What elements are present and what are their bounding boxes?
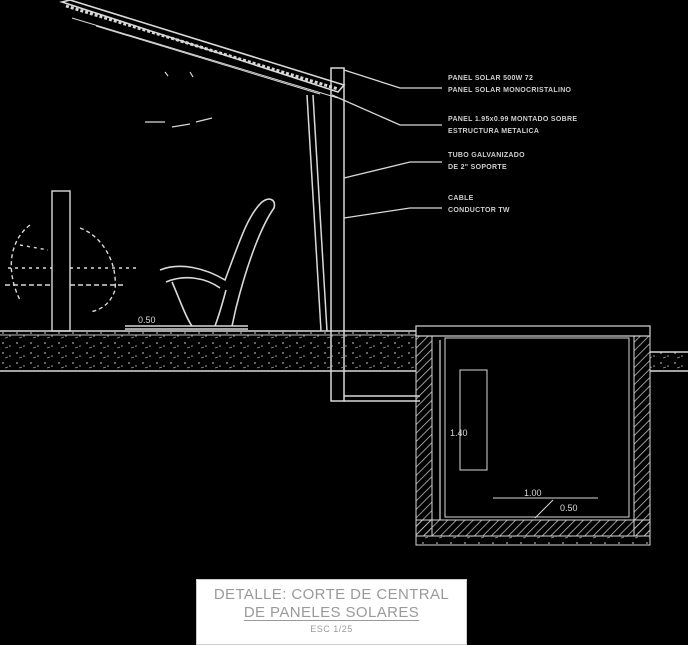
ground-section xyxy=(0,330,688,372)
box-height-label: 1.40 xyxy=(450,428,468,438)
solar-panel xyxy=(59,0,346,99)
tree xyxy=(5,190,140,332)
callout-text-1: PANEL SOLAR 500W 72 xyxy=(448,75,533,82)
callout-leaders xyxy=(331,69,442,219)
title-block: DETALLE: CORTE DE CENTRAL DE PANELES SOL… xyxy=(196,579,467,645)
callout-text-3: PANEL 1.95x0.99 MONTADO SOBRE xyxy=(448,116,577,123)
box-width-label: 1.00 xyxy=(524,488,542,498)
scale-label: ESC 1/25 xyxy=(310,624,353,634)
title-line-1: DETALLE: CORTE DE CENTRAL xyxy=(213,586,450,603)
title-line-2: DE PANELES SOLARES xyxy=(243,604,420,621)
underground-box xyxy=(415,325,651,546)
support-structure xyxy=(306,67,420,402)
callout-text-2: PANEL SOLAR MONOCRISTALINO xyxy=(448,87,572,94)
callout-text-5: TUBO GALVANIZADO xyxy=(448,152,525,159)
callout-text-7: CABLE xyxy=(448,195,474,202)
bench xyxy=(125,198,276,330)
callout-text-8: CONDUCTOR TW xyxy=(448,207,510,214)
callout-text-6: DE 2" SOPORTE xyxy=(448,164,507,171)
callout-text-4: ESTRUCTURA METALICA xyxy=(448,128,539,135)
sky-marks xyxy=(145,71,213,128)
box-depth-label: 0.50 xyxy=(560,503,578,513)
bench-height-label: 0.50 xyxy=(138,315,156,325)
